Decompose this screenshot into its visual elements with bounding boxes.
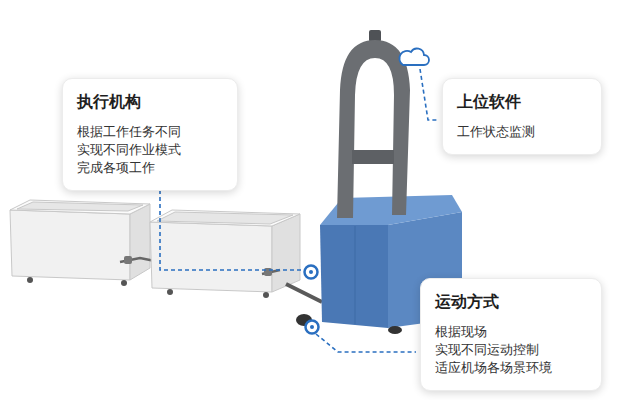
callout-title: 执行机构 bbox=[77, 91, 223, 113]
callout-marker bbox=[305, 266, 318, 279]
callout-body: 根据现场 实现不同运动控制 适应机场各场景环境 bbox=[435, 323, 577, 377]
callout-title: 上位软件 bbox=[457, 91, 587, 113]
callout-box: 执行机构根据工作任务不同 实现不同作业模式 完成各项工作 bbox=[62, 78, 238, 191]
wheel bbox=[388, 326, 402, 334]
callout-body: 根据工作任务不同 实现不同作业模式 完成各项工作 bbox=[77, 123, 209, 177]
bin-foot bbox=[27, 277, 33, 283]
bin-inside bbox=[157, 212, 293, 224]
bin-foot bbox=[263, 292, 269, 298]
hitch-plate bbox=[124, 256, 132, 264]
leader-line bbox=[420, 69, 438, 120]
cargo-bin bbox=[150, 210, 300, 298]
bin-foot bbox=[167, 289, 173, 295]
leader-line bbox=[160, 190, 302, 270]
bin-rim bbox=[10, 200, 150, 214]
bin-foot bbox=[121, 280, 127, 286]
mast-upright bbox=[337, 40, 410, 218]
bin-inside bbox=[17, 202, 143, 211]
callout-marker-dot bbox=[310, 325, 314, 329]
cargo-bin bbox=[10, 200, 150, 286]
callout-marker-dot bbox=[309, 270, 313, 274]
bin-front bbox=[150, 222, 272, 292]
bin-rim bbox=[150, 210, 300, 226]
callout-box: 上位软件工作状态监测 bbox=[442, 78, 602, 155]
panel-seam bbox=[355, 226, 356, 324]
mast-crossbar bbox=[352, 150, 394, 164]
cloud-icon bbox=[399, 49, 429, 65]
bin-front bbox=[10, 210, 130, 280]
callout-markers bbox=[305, 266, 319, 334]
callout-marker bbox=[306, 321, 319, 334]
leader-line bbox=[316, 334, 416, 352]
callout-box: 运动方式根据现场 实现不同运动控制 适应机场各场景环境 bbox=[420, 278, 602, 391]
callout-title: 运动方式 bbox=[435, 291, 587, 313]
callout-body: 工作状态监测 bbox=[457, 123, 587, 141]
vehicle-front bbox=[320, 225, 388, 328]
bin-side bbox=[130, 204, 150, 280]
tow-bar bbox=[286, 284, 322, 302]
bin-side bbox=[272, 214, 300, 292]
